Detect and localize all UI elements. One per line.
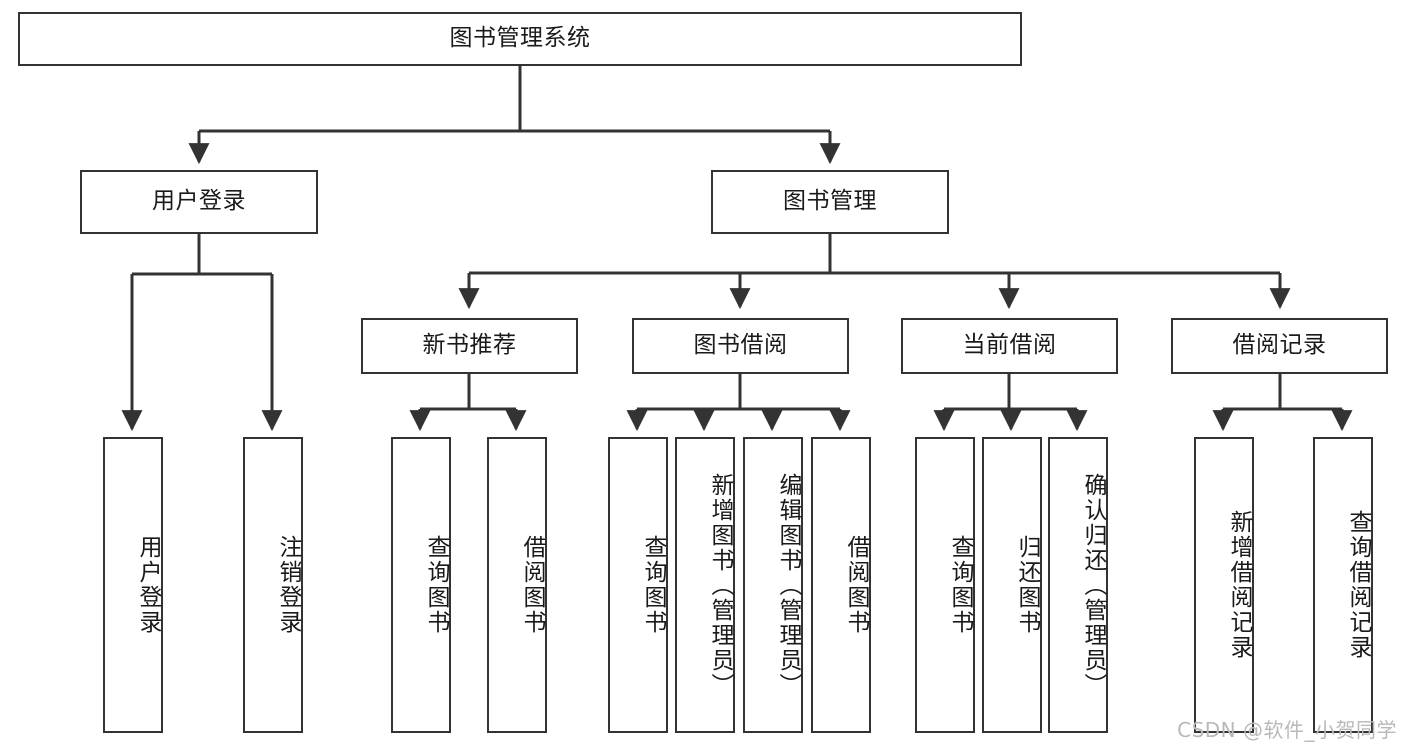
node-leaf-user-login[interactable]: 用户登录: [103, 437, 163, 733]
node-leaf-borrow-book-2[interactable]: 借阅图书: [811, 437, 871, 733]
node-new-book-rec-label: 新书推荐: [422, 332, 517, 359]
node-new-book-rec[interactable]: 新书推荐: [361, 318, 578, 374]
node-user-login[interactable]: 用户登录: [80, 170, 318, 234]
node-borrow-record-label: 借阅记录: [1232, 332, 1327, 359]
node-leaf-add-record-label: 新增借阅记录: [1226, 510, 1252, 660]
node-leaf-return-book[interactable]: 归还图书: [982, 437, 1042, 733]
node-book-manage[interactable]: 图书管理: [711, 170, 949, 234]
node-leaf-edit-book-label: 编辑图书（管理员）: [775, 472, 801, 698]
node-leaf-add-book[interactable]: 新增图书（管理员）: [675, 437, 735, 733]
node-leaf-query-book-3[interactable]: 查询图书: [915, 437, 975, 733]
node-leaf-query-book-2[interactable]: 查询图书: [608, 437, 668, 733]
node-leaf-query-record-label: 查询借阅记录: [1345, 510, 1371, 660]
node-leaf-query-book-1-label: 查询图书: [423, 535, 449, 635]
node-leaf-query-book-3-label: 查询图书: [947, 535, 973, 635]
node-leaf-confirm-return[interactable]: 确认归还（管理员）: [1048, 437, 1108, 733]
node-book-borrow[interactable]: 图书借阅: [632, 318, 849, 374]
node-leaf-add-record[interactable]: 新增借阅记录: [1194, 437, 1254, 733]
node-root[interactable]: 图书管理系统: [18, 12, 1022, 66]
node-leaf-borrow-book-1-label: 借阅图书: [519, 535, 545, 635]
node-book-manage-label: 图书管理: [783, 188, 877, 215]
node-leaf-logout-login[interactable]: 注销登录: [243, 437, 303, 733]
node-leaf-query-record[interactable]: 查询借阅记录: [1313, 437, 1373, 733]
node-user-login-label: 用户登录: [152, 188, 246, 215]
node-leaf-borrow-book-1[interactable]: 借阅图书: [487, 437, 547, 733]
node-root-label: 图书管理系统: [449, 25, 591, 52]
node-leaf-confirm-return-label: 确认归还（管理员）: [1080, 472, 1106, 698]
node-current-borrow[interactable]: 当前借阅: [901, 318, 1118, 374]
node-book-borrow-label: 图书借阅: [693, 332, 788, 359]
node-leaf-add-book-label: 新增图书（管理员）: [707, 472, 733, 698]
node-borrow-record[interactable]: 借阅记录: [1171, 318, 1388, 374]
node-leaf-borrow-book-2-label: 借阅图书: [843, 535, 869, 635]
node-leaf-logout-login-label: 注销登录: [275, 535, 301, 635]
node-leaf-edit-book[interactable]: 编辑图书（管理员）: [743, 437, 803, 733]
node-leaf-user-login-label: 用户登录: [135, 535, 161, 635]
node-leaf-query-book-2-label: 查询图书: [640, 535, 666, 635]
node-leaf-query-book-1[interactable]: 查询图书: [391, 437, 451, 733]
node-current-borrow-label: 当前借阅: [962, 332, 1057, 359]
node-leaf-return-book-label: 归还图书: [1014, 535, 1040, 635]
watermark-text: CSDN @软件_小贺同学: [1177, 718, 1397, 742]
